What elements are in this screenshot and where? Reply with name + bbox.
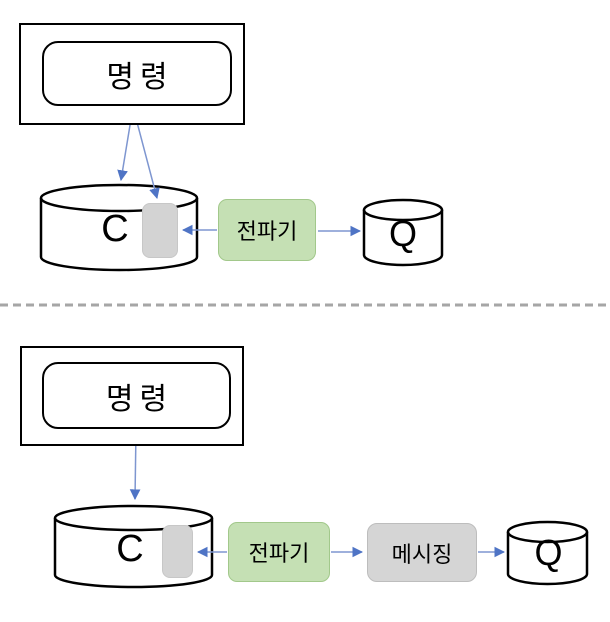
top-arrow-command-to-store xyxy=(117,106,134,182)
top-queue-cylinder xyxy=(362,198,444,267)
top-store-cylinder xyxy=(39,183,199,272)
bottom-store-cylinder xyxy=(53,504,214,589)
bottom-queue-cylinder xyxy=(506,520,589,586)
bottom-arrow-command-to-store xyxy=(129,429,141,501)
